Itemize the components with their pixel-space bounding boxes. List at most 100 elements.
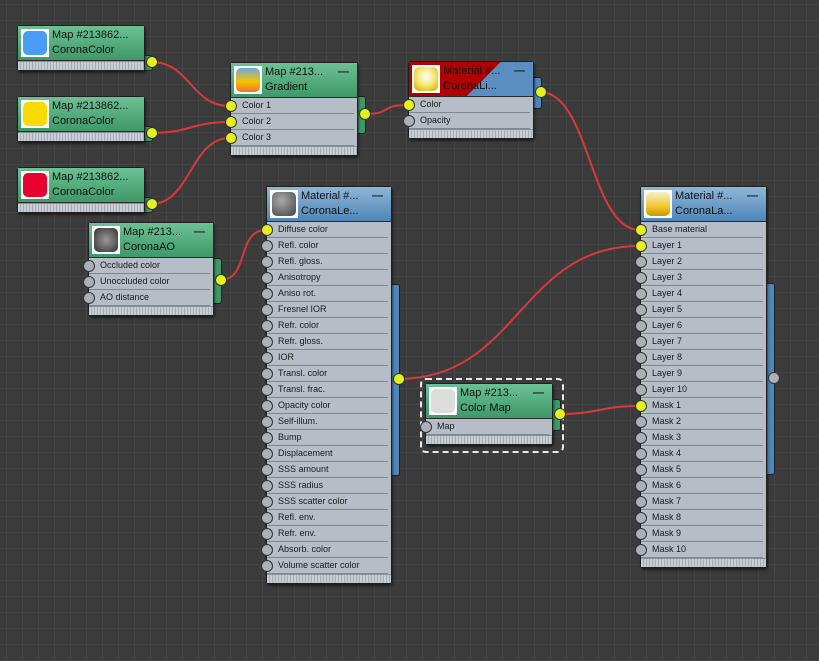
node-header[interactable]: Material #...CoronaLa...— — [641, 187, 766, 222]
slot-row[interactable]: Mask 3 — [641, 430, 763, 446]
output-socket[interactable] — [146, 127, 158, 139]
slot-row[interactable]: Fresnel IOR — [267, 302, 388, 318]
output-socket[interactable] — [359, 108, 371, 120]
input-socket[interactable] — [261, 352, 273, 364]
input-socket[interactable] — [261, 240, 273, 252]
slot-row[interactable]: Layer 5 — [641, 302, 763, 318]
output-socket[interactable] — [215, 274, 227, 286]
input-socket[interactable] — [261, 528, 273, 540]
slot-row[interactable]: Color 2 — [231, 114, 354, 130]
slot-row[interactable]: Opacity — [409, 113, 530, 129]
input-socket[interactable] — [261, 368, 273, 380]
slot-row[interactable]: Displacement — [267, 446, 388, 462]
slot-row[interactable]: Unoccluded color — [89, 274, 210, 290]
slot-row[interactable]: Mask 4 — [641, 446, 763, 462]
input-socket[interactable] — [225, 116, 237, 128]
input-socket[interactable] — [261, 512, 273, 524]
collapse-button[interactable]: — — [514, 65, 525, 77]
input-socket[interactable] — [261, 384, 273, 396]
input-socket[interactable] — [635, 464, 647, 476]
slot-row[interactable]: Bump — [267, 430, 388, 446]
input-socket[interactable] — [83, 276, 95, 288]
input-socket[interactable] — [635, 480, 647, 492]
collapse-button[interactable]: — — [372, 190, 383, 202]
slot-row[interactable]: Opacity color — [267, 398, 388, 414]
input-socket[interactable] — [635, 432, 647, 444]
node-cmap[interactable]: Map #213...Color Map—Map — [425, 383, 553, 445]
input-socket[interactable] — [261, 544, 273, 556]
slot-row[interactable]: Self-illum. — [267, 414, 388, 430]
input-socket[interactable] — [635, 496, 647, 508]
input-socket[interactable] — [261, 496, 273, 508]
slot-row[interactable]: Occluded color — [89, 258, 210, 274]
input-socket[interactable] — [635, 416, 647, 428]
slot-row[interactable]: Layer 2 — [641, 254, 763, 270]
slot-row[interactable]: Refl. env. — [267, 510, 388, 526]
input-socket[interactable] — [225, 132, 237, 144]
slot-row[interactable]: AO distance — [89, 290, 210, 306]
node-cc1[interactable]: Map #213862...CoronaColor — [17, 25, 145, 71]
node-header[interactable]: Map #213...CoronaAO— — [89, 223, 213, 258]
input-socket[interactable] — [83, 260, 95, 272]
slot-row[interactable]: Mask 1 — [641, 398, 763, 414]
output-socket[interactable] — [554, 408, 566, 420]
slot-row[interactable]: Layer 10 — [641, 382, 763, 398]
slot-row[interactable]: Refr. gloss. — [267, 334, 388, 350]
slot-row[interactable]: Mask 6 — [641, 478, 763, 494]
slot-row[interactable]: IOR — [267, 350, 388, 366]
output-socket[interactable] — [146, 198, 158, 210]
slot-row[interactable]: Layer 1 — [641, 238, 763, 254]
input-socket[interactable] — [261, 400, 273, 412]
output-socket[interactable] — [768, 372, 780, 384]
slot-row[interactable]: Base material — [641, 222, 763, 238]
input-socket[interactable] — [261, 480, 273, 492]
node-header[interactable]: Material #...CoronaLe...— — [267, 187, 391, 222]
input-socket[interactable] — [261, 336, 273, 348]
slot-row[interactable]: SSS scatter color — [267, 494, 388, 510]
slot-row[interactable]: Volume scatter color — [267, 558, 388, 574]
input-socket[interactable] — [635, 352, 647, 364]
node-header[interactable]: Map #213862...CoronaColor — [18, 97, 144, 132]
slot-row[interactable]: Absorb. color — [267, 542, 388, 558]
input-socket[interactable] — [635, 224, 647, 236]
input-socket[interactable] — [83, 292, 95, 304]
input-socket[interactable] — [635, 304, 647, 316]
connection-wire[interactable] — [539, 91, 641, 231]
connection-wire[interactable] — [150, 137, 231, 205]
connection-wire[interactable] — [558, 405, 641, 415]
output-socket[interactable] — [146, 56, 158, 68]
slot-row[interactable]: Transl. color — [267, 366, 388, 382]
connection-wire[interactable] — [150, 121, 231, 134]
input-socket[interactable] — [261, 432, 273, 444]
connection-wire[interactable] — [397, 245, 641, 380]
slot-row[interactable]: Mask 7 — [641, 494, 763, 510]
slot-row[interactable]: Aniso rot. — [267, 286, 388, 302]
input-socket[interactable] — [635, 240, 647, 252]
input-socket[interactable] — [403, 99, 415, 111]
input-socket[interactable] — [635, 544, 647, 556]
input-socket[interactable] — [635, 272, 647, 284]
collapse-button[interactable]: — — [533, 387, 544, 399]
input-socket[interactable] — [635, 320, 647, 332]
collapse-button[interactable]: — — [747, 190, 758, 202]
input-socket[interactable] — [635, 400, 647, 412]
slot-row[interactable]: Refl. gloss. — [267, 254, 388, 270]
output-socket[interactable] — [393, 373, 405, 385]
slot-row[interactable]: Color — [409, 97, 530, 113]
input-socket[interactable] — [261, 416, 273, 428]
collapse-button[interactable]: — — [338, 66, 349, 78]
node-header[interactable]: Map #213862...CoronaColor — [18, 26, 144, 61]
output-socket[interactable] — [535, 86, 547, 98]
input-socket[interactable] — [261, 464, 273, 476]
input-socket[interactable] — [635, 368, 647, 380]
input-socket[interactable] — [635, 448, 647, 460]
slot-row[interactable]: Mask 2 — [641, 414, 763, 430]
input-socket[interactable] — [261, 256, 273, 268]
input-socket[interactable] — [261, 448, 273, 460]
input-socket[interactable] — [635, 288, 647, 300]
input-socket[interactable] — [261, 272, 273, 284]
input-socket[interactable] — [261, 560, 273, 572]
